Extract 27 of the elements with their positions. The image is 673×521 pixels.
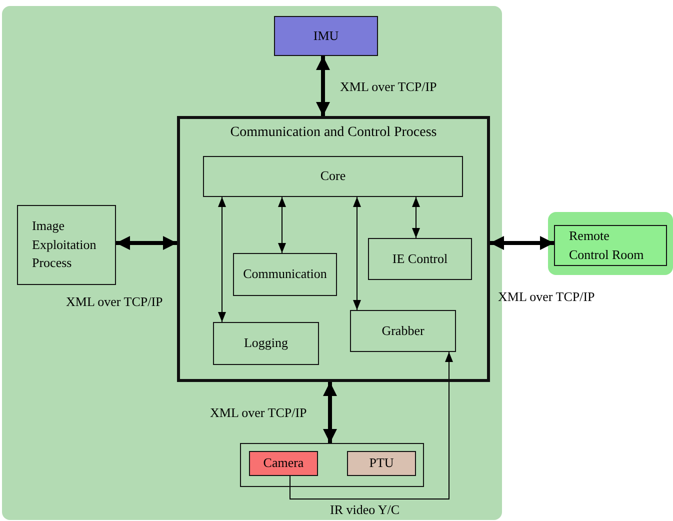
edge-label: XML over TCP/IP	[339, 79, 438, 95]
process-box: Core	[203, 156, 463, 197]
group-title: Communication and Control Process	[230, 124, 437, 142]
process-box: Logging	[213, 322, 319, 365]
process-box: Image Exploitation Process	[17, 205, 116, 285]
process-box: IMU	[274, 16, 378, 56]
arrow	[412, 196, 420, 238]
thick-double-arrow	[116, 236, 177, 250]
process-box: Communication	[233, 253, 337, 296]
edge-label: IR video Y/C	[329, 502, 401, 518]
edge-label: XML over TCP/IP	[209, 405, 308, 421]
edge-label: XML over TCP/IP	[497, 289, 596, 305]
process-box: IE Control	[368, 238, 472, 280]
process-group-box	[177, 116, 490, 382]
process-box: PTU	[347, 451, 416, 476]
edge-label: XML over TCP/IP	[65, 294, 164, 310]
arrow	[290, 352, 453, 500]
process-box: Remote Control Room	[554, 225, 667, 266]
thick-double-arrow	[490, 236, 554, 250]
arrow	[278, 196, 286, 254]
thick-double-arrow	[323, 382, 337, 443]
process-box: Grabber	[350, 310, 456, 352]
process-box: Camera	[249, 451, 318, 476]
arrow	[218, 196, 226, 322]
device-group-box	[240, 443, 424, 487]
thick-double-arrow	[316, 56, 330, 116]
arrow	[353, 196, 361, 310]
